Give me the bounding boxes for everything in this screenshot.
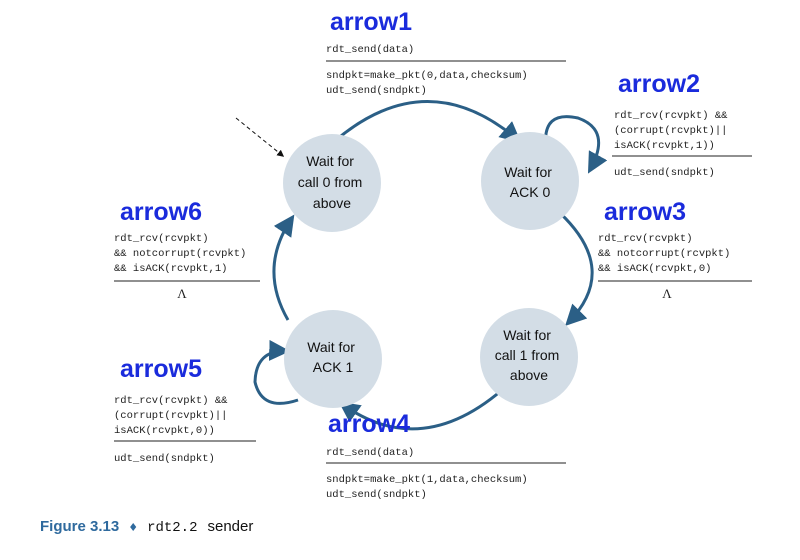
svg-text:Wait for call 1 from: Wait for call 1 from above [495,327,563,383]
arrow1-action-1: udt_send(sndpkt) [326,85,427,97]
svg-text:Wait for ACK 1: Wait for ACK 1 [307,339,359,375]
arrow1-action-0: sndpkt=make_pkt(0,data,checksum) [326,70,528,82]
arrow1-event: rdt_send(data) [326,44,414,56]
arrow6-event-2: && isACK(rcvpkt,1) [114,263,227,275]
arrow2-event-0: rdt_rcv(rcvpkt) && [614,110,728,122]
arrow1-label: arrow1 [330,8,412,36]
arrow5-label: arrow5 [120,355,202,383]
arrow5-event-0: rdt_rcv(rcvpkt) && [114,395,228,407]
arrow6-action-0: Λ [177,286,187,301]
state-s1: Wait for ACK 0 [481,132,579,230]
arrow3-label: arrow3 [604,198,686,226]
caption-code: rdt2.2 [147,520,197,536]
arrow5-action-0: udt_send(sndpkt) [114,453,215,465]
caption-line: Figure 3.13 ♦ rdt2.2 sender [40,518,253,536]
transition-arrow6: arrow6 rdt_rcv(rcvpkt) && notcorrupt(rcv… [114,198,260,301]
arrow4-label: arrow4 [328,410,410,438]
caption-figure-number: Figure 3.13 [40,518,119,535]
transition-arrow4: arrow4 rdt_send(data) sndpkt=make_pkt(1,… [326,410,566,501]
transition-arrow5: arrow5 rdt_rcv(rcvpkt) && (corrupt(rcvpk… [114,355,256,465]
arrow2-action-0: udt_send(sndpkt) [614,167,715,179]
arc-s3-self-loop [253,339,299,405]
arc-s3-to-s0 [272,214,295,321]
arrow5-event-2: isACK(rcvpkt,0)) [114,425,215,437]
transition-arrow1: arrow1 rdt_send(data) sndpkt=make_pkt(0,… [326,8,566,97]
arc-s1-self-loop [544,115,608,174]
arrow4-event: rdt_send(data) [326,447,414,459]
arrow3-action-0: Λ [662,286,672,301]
arrow6-event-0: rdt_rcv(rcvpkt) [114,233,209,245]
arrow2-event-2: isACK(rcvpkt,1)) [614,140,715,152]
transition-arcs [235,100,608,431]
arc-s1-to-s2 [558,211,594,326]
arc-s0-to-s1 [335,100,522,143]
figure-caption: Figure 3.13 ♦ rdt2.2 sender [40,518,253,536]
arrow3-event-0: rdt_rcv(rcvpkt) [598,233,693,245]
arrow5-event-1: (corrupt(rcvpkt)|| [114,410,227,422]
arc-s2-to-s3 [338,388,503,431]
transition-arrow3: arrow3 rdt_rcv(rcvpkt) && notcorrupt(rcv… [598,198,752,301]
arrow3-event-1: && notcorrupt(rcvpkt) [598,248,730,260]
arrow6-event-1: && notcorrupt(rcvpkt) [114,248,246,260]
arrow6-label: arrow6 [120,198,202,226]
transition-arrow2: arrow2 rdt_rcv(rcvpkt) && (corrupt(rcvpk… [612,70,752,179]
svg-text:Wait for call 0 from: Wait for call 0 from above [298,153,366,211]
caption-bullet-icon: ♦ [128,521,138,534]
arrow2-event-1: (corrupt(rcvpkt)|| [614,125,727,137]
arrow4-action-0: sndpkt=make_pkt(1,data,checksum) [326,474,528,486]
state-s0: Wait for call 0 from above [283,134,381,232]
svg-text:Wait for ACK 0: Wait for ACK 0 [504,164,556,200]
arrow2-label: arrow2 [618,70,700,98]
arrow3-event-2: && isACK(rcvpkt,0) [598,263,711,275]
caption-text: sender [208,518,254,535]
initial-state-arrow [235,117,285,157]
arrow4-action-1: udt_send(sndpkt) [326,489,427,501]
state-s2: Wait for call 1 from above [480,308,578,406]
state-s3: Wait for ACK 1 [284,310,382,408]
